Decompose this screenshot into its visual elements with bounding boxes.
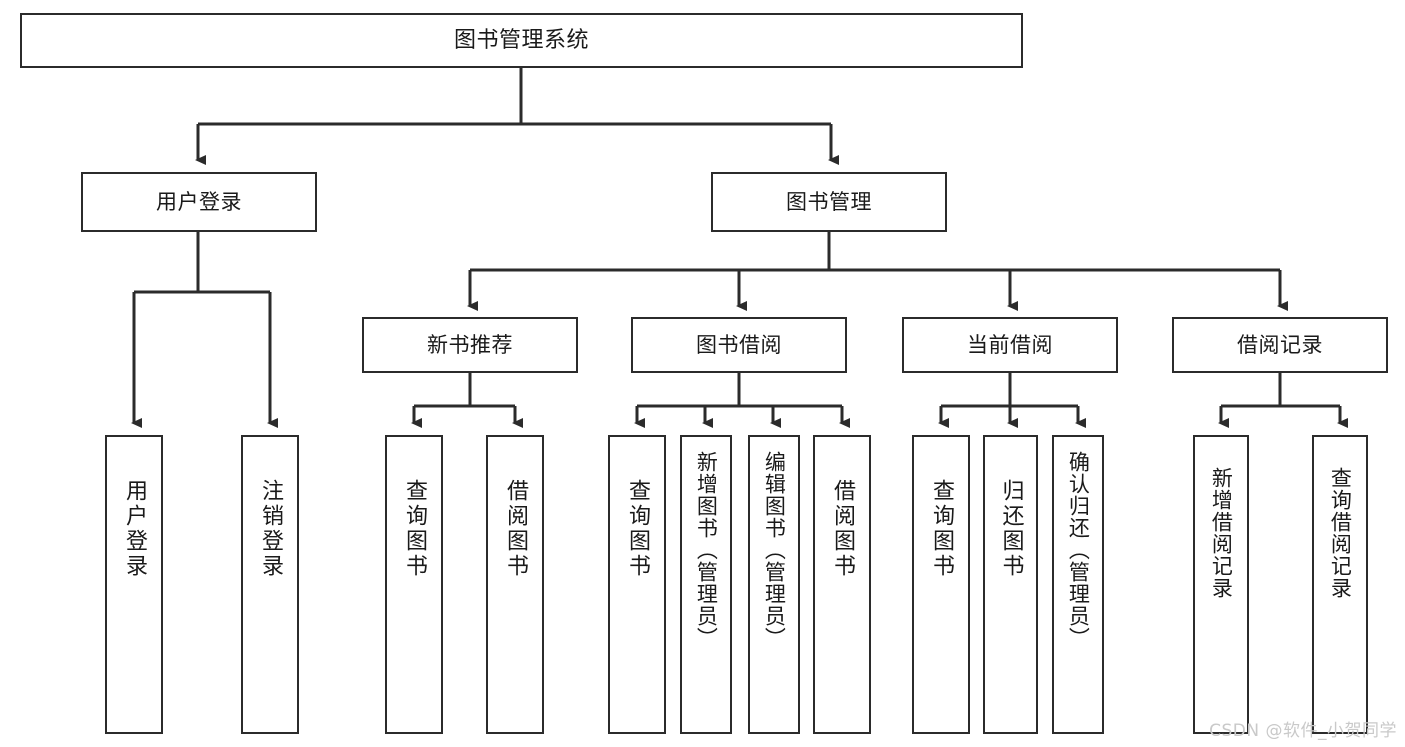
leaf-new-book-query[interactable]: 查询图书 [385, 435, 443, 734]
node-borrow-records[interactable]: 借阅记录 [1172, 317, 1388, 373]
node-label: 注销登录 [257, 479, 283, 579]
leaf-borrow-query-book[interactable]: 查询图书 [608, 435, 666, 734]
node-label: 查询图书 [624, 479, 650, 579]
node-label: 确认归还（管理员） [1066, 451, 1091, 649]
node-book-borrow[interactable]: 图书借阅 [631, 317, 847, 373]
node-label: 新增图书（管理员） [694, 451, 719, 649]
leaf-current-return-book[interactable]: 归还图书 [983, 435, 1038, 734]
leaf-records-query-record[interactable]: 查询借阅记录 [1312, 435, 1368, 734]
node-label: 当前借阅 [967, 332, 1053, 357]
node-current-borrow[interactable]: 当前借阅 [902, 317, 1118, 373]
leaf-borrow-add-book-admin[interactable]: 新增图书（管理员） [680, 435, 732, 734]
leaf-current-query-book[interactable]: 查询图书 [912, 435, 970, 734]
node-label: 借阅图书 [502, 479, 528, 579]
node-new-book-recommend[interactable]: 新书推荐 [362, 317, 578, 373]
node-label: 借阅图书 [829, 479, 855, 579]
node-label: 图书管理系统 [453, 27, 589, 53]
node-label: 归还图书 [998, 479, 1024, 579]
node-label: 新增借阅记录 [1209, 467, 1234, 599]
node-label: 新书推荐 [427, 332, 513, 357]
leaf-user-login-signin[interactable]: 用户登录 [105, 435, 163, 734]
node-label: 借阅记录 [1237, 332, 1323, 357]
node-label: 编辑图书（管理员） [762, 451, 787, 649]
node-label: 用户登录 [121, 479, 147, 579]
node-book-management[interactable]: 图书管理 [711, 172, 947, 232]
node-label: 用户登录 [156, 189, 242, 214]
leaf-user-login-signout[interactable]: 注销登录 [241, 435, 299, 734]
leaf-borrow-borrow-book[interactable]: 借阅图书 [813, 435, 871, 734]
csdn-watermark: CSDN @软件_小贺同学 [1209, 721, 1397, 741]
node-label: 查询图书 [928, 479, 954, 579]
node-label: 查询图书 [401, 479, 427, 579]
leaf-new-book-borrow[interactable]: 借阅图书 [486, 435, 544, 734]
node-user-login[interactable]: 用户登录 [81, 172, 317, 232]
node-root-system[interactable]: 图书管理系统 [20, 13, 1023, 68]
node-label: 查询借阅记录 [1328, 467, 1353, 599]
node-label: 图书管理 [786, 189, 872, 214]
leaf-current-confirm-return-admin[interactable]: 确认归还（管理员） [1052, 435, 1104, 734]
node-label: 图书借阅 [696, 332, 782, 357]
leaf-records-add-record[interactable]: 新增借阅记录 [1193, 435, 1249, 734]
leaf-borrow-edit-book-admin[interactable]: 编辑图书（管理员） [748, 435, 800, 734]
